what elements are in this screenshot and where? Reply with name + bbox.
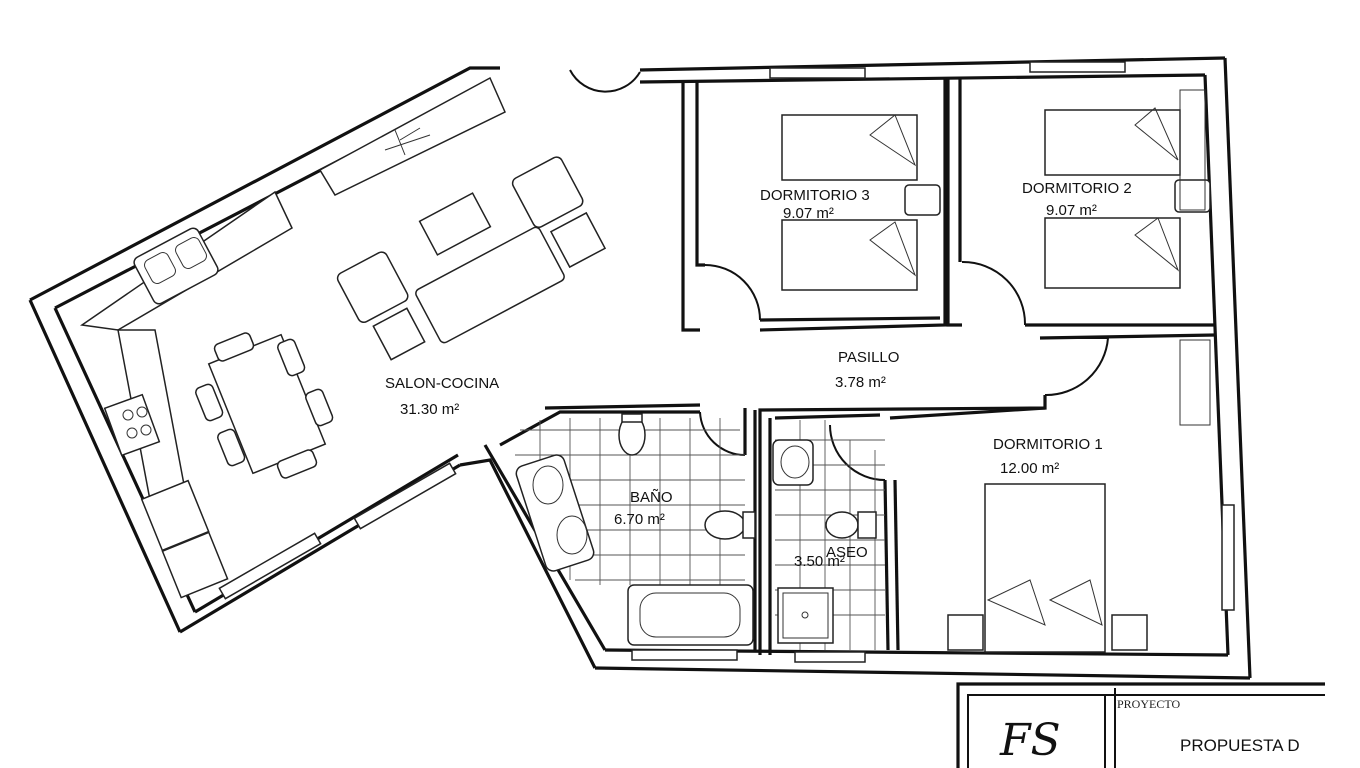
room-area-dormitorio-2: 9.07 m² [1046,202,1097,219]
dormitorio-3-furniture [781,114,941,291]
kitchen-furniture [79,76,506,599]
door-swings [569,69,1110,481]
dormitorio-2-furniture [1044,89,1211,289]
room-name-bano: BAÑO [630,489,673,506]
dormitorio-1-furniture [947,339,1211,653]
room-area-dormitorio-1: 12.00 m² [1000,460,1059,477]
room-label-dormitorio-1: DORMITORIO 1 12.00 m² [993,436,1103,477]
room-name-dormitorio-3: DORMITORIO 3 [760,187,870,204]
project-label: PROYECTO [1117,697,1180,711]
room-area-aseo: 3.50 m² [794,553,845,570]
living-set [336,156,607,361]
project-title: PROPUESTA D [1180,736,1300,755]
room-name-salon: SALON-COCINA [385,375,499,392]
room-name-dormitorio-2: DORMITORIO 2 [1022,180,1132,197]
bano-fixtures [515,413,756,646]
room-area-dormitorio-3: 9.07 m² [783,205,834,222]
room-label-bano: BAÑO 6.70 m² [614,489,673,528]
dining-set [195,332,334,479]
room-label-pasillo: PASILLO 3.78 m² [835,349,899,391]
room-label-dormitorio-2: DORMITORIO 2 9.07 m² [1022,180,1132,219]
aseo-fixtures [772,439,877,644]
logo-monogram: FS [999,715,1061,766]
room-name-aseo: ASEO [826,544,868,561]
title-block: FS PROYECTO PROPUESTA D [956,682,1325,768]
windows [218,61,1235,663]
room-label-aseo: ASEO 3.50 m² [794,544,868,570]
room-label-salon: SALON-COCINA 31.30 m² [385,375,499,418]
room-label-dormitorio-3: DORMITORIO 3 9.07 m² [760,187,870,222]
room-name-pasillo: PASILLO [838,349,899,366]
room-area-bano: 6.70 m² [614,511,665,528]
room-name-dormitorio-1: DORMITORIO 1 [993,436,1103,453]
room-area-salon: 31.30 m² [400,401,459,418]
room-area-pasillo: 3.78 m² [835,374,886,391]
